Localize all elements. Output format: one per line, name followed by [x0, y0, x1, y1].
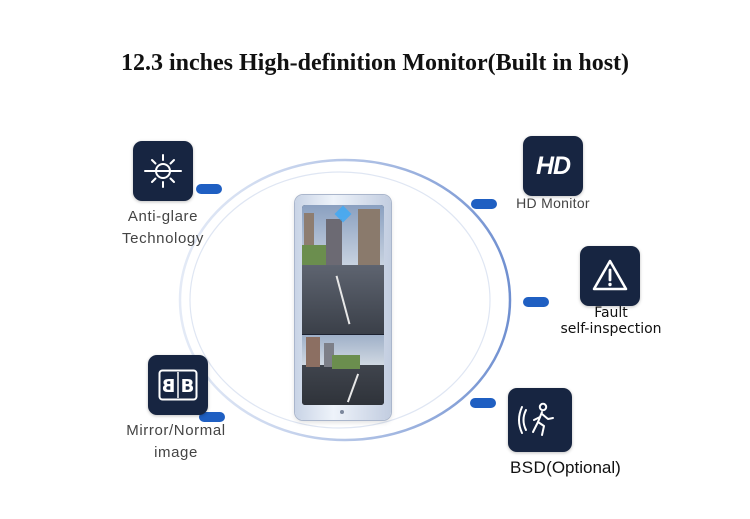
svg-text:B: B: [162, 376, 176, 397]
hd-icon: HD: [535, 151, 571, 180]
hd-monitor-label: HD Monitor: [516, 195, 590, 211]
connector-dot-mirror: [199, 412, 225, 422]
svg-text:B: B: [181, 376, 195, 397]
trees: [302, 245, 326, 265]
mirror-tile: B B: [148, 355, 208, 415]
sun-glare-icon: [144, 154, 182, 188]
monitor-screen: [302, 205, 384, 405]
connector-dot-hd: [471, 199, 497, 209]
building: [304, 213, 314, 265]
power-indicator: [340, 410, 344, 414]
monitor-device: [295, 195, 391, 420]
building: [358, 209, 380, 265]
connector-dot-anti-glare: [196, 184, 222, 194]
warning-triangle-icon: [592, 259, 628, 291]
inner-ring: [189, 171, 491, 429]
outer-ring: [178, 158, 512, 442]
bsd-label: BSD(Optional): [510, 458, 621, 477]
mirror-toggle-icon: B B: [158, 369, 198, 401]
building: [306, 337, 320, 367]
building: [324, 343, 334, 367]
hd-monitor-tile: HD: [523, 136, 583, 196]
connector-dot-fault: [523, 297, 549, 307]
trees: [332, 355, 360, 369]
pedestrian-warning-icon: [518, 402, 554, 436]
anti-glare-label: Anti-glare Technology: [122, 208, 204, 247]
connector-dot-bsd: [470, 398, 496, 408]
building: [326, 219, 342, 265]
page-title: 12.3 inches High-definition Monitor(Buil…: [120, 50, 630, 76]
fault-label: Fault self-inspection: [560, 305, 662, 337]
mirror-label: Mirror/Normal image: [126, 422, 226, 461]
anti-glare-tile: [133, 141, 193, 201]
fault-tile: [580, 246, 640, 306]
bsd-tile: [508, 388, 572, 452]
